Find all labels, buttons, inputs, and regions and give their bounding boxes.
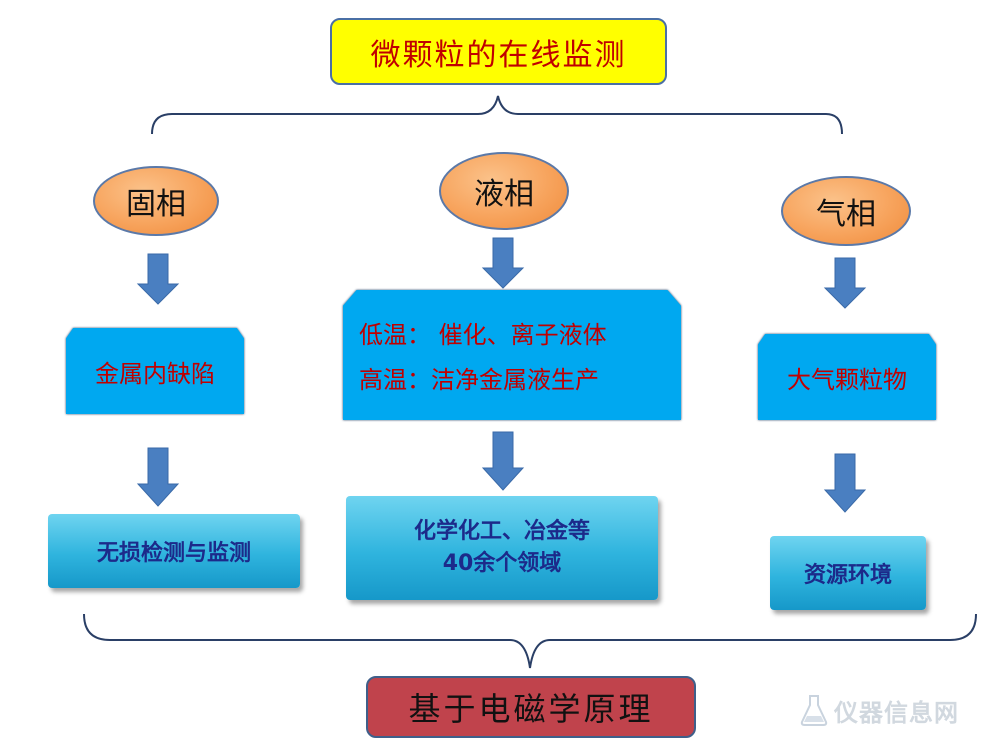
arrow-down-icon <box>823 257 867 309</box>
arrow-down-icon <box>136 447 180 507</box>
bottom-brace <box>83 613 977 669</box>
application-text: 金属内缺陷 <box>95 359 215 388</box>
phase-oval-solid: 固相 <box>93 166 219 236</box>
arrow-down-icon <box>136 253 180 305</box>
application-box-solid: 金属内缺陷 <box>66 328 244 414</box>
application-text: 高温：洁净金属液生产 <box>359 366 599 394</box>
method-text: 无损检测与监测 <box>96 541 251 566</box>
principle-box: 基于电磁学原理 <box>366 676 696 738</box>
method-box-solid: 无损检测与监测 <box>48 514 300 588</box>
method-box-liquid: 化学化工、冶金等 40余个领域 <box>346 496 658 600</box>
arrow-down-icon <box>481 237 525 289</box>
watermark: 仪器信息网 <box>800 690 990 730</box>
method-box-gas: 资源环境 <box>770 536 926 610</box>
watermark-text: 仪器信息网 <box>834 698 959 727</box>
method-text: 化学化工、冶金等 <box>413 519 590 544</box>
phase-oval-liquid: 液相 <box>439 152 569 230</box>
diagram-title: 微颗粒的在线监测 <box>330 18 667 85</box>
top-brace <box>151 95 843 135</box>
arrow-down-icon <box>481 431 525 491</box>
application-box-gas: 大气颗粒物 <box>758 334 936 420</box>
phase-oval-gas: 气相 <box>781 176 911 246</box>
method-text: 40余个领域 <box>442 551 562 576</box>
application-box-liquid: 低温： 催化、离子液体 高温：洁净金属液生产 <box>343 290 681 420</box>
application-text: 低温： 催化、离子液体 <box>359 321 607 349</box>
flask-logo-icon <box>800 695 828 726</box>
method-text: 资源环境 <box>803 563 892 588</box>
application-text: 大气颗粒物 <box>787 365 907 394</box>
arrow-down-icon <box>823 453 867 513</box>
